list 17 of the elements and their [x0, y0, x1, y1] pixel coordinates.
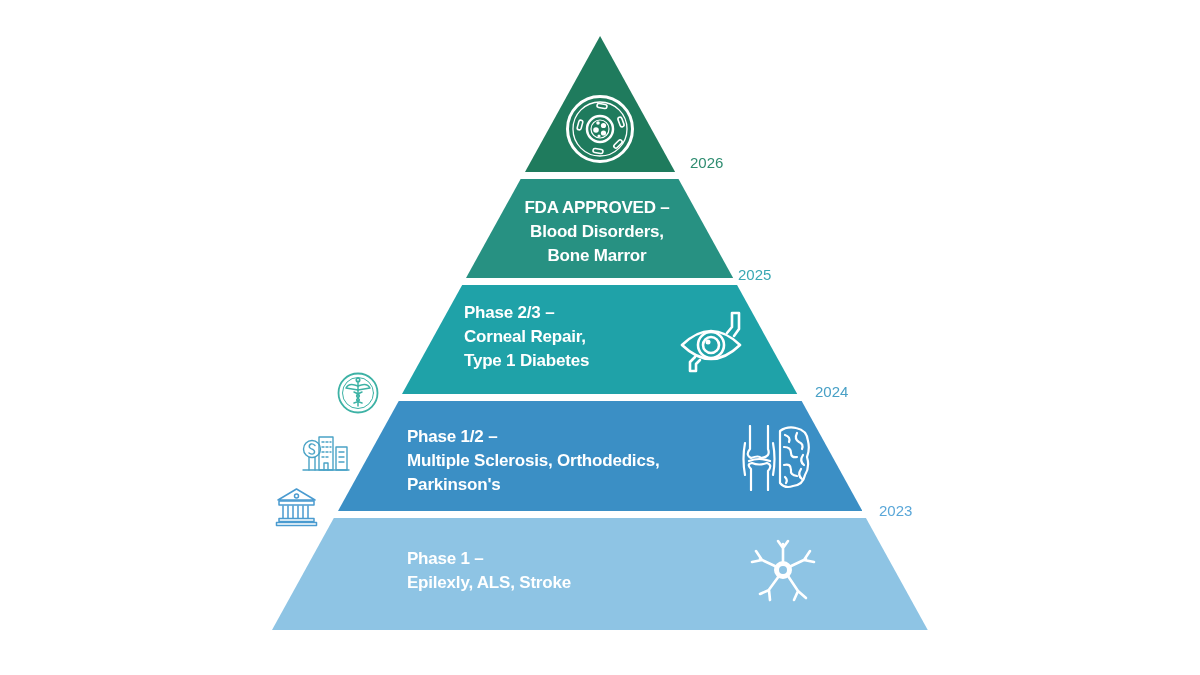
pyramid-tier [337, 401, 863, 511]
pyramid-tier [466, 179, 734, 278]
tier-heading: Phase 1/2 – [407, 426, 498, 448]
tier-description: Corneal Repair, Type 1 Diabetes [464, 326, 591, 372]
year-label: 2024 [815, 383, 849, 401]
tier-description: Blood Disorders, Bone Marror [529, 221, 665, 267]
year-label: 2025 [738, 266, 772, 284]
tier-heading: Phase 1 – [407, 548, 484, 570]
year-label: 2026 [690, 154, 724, 172]
tier-description: Multiple Sclerosis, Orthodedics, Parkinson's [407, 450, 661, 496]
year-label: 2023 [879, 502, 913, 520]
pyramid-apex [524, 36, 676, 172]
pyramid-tier [272, 518, 928, 630]
tier-description: Epilexly, ALS, Stroke [407, 572, 571, 594]
tier-heading: FDA APPROVED – [524, 197, 670, 219]
tier-heading: Phase 2/3 – [464, 302, 555, 324]
pyramid-tier [402, 285, 798, 394]
